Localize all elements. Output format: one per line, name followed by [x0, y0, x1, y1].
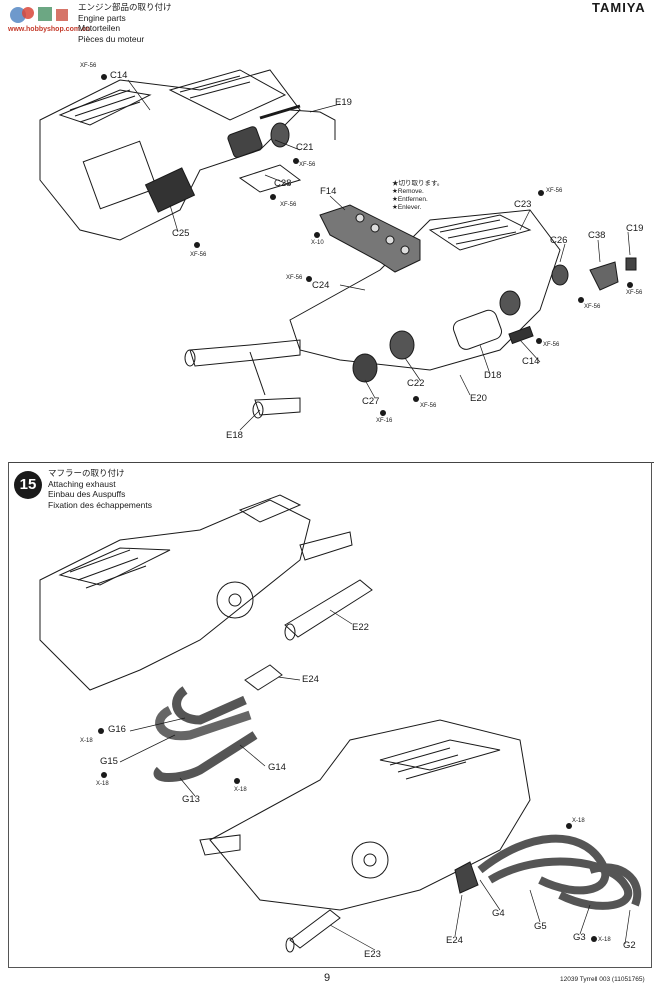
paint-label: X-18 [598, 937, 611, 943]
engine-block-step15 [39, 494, 353, 691]
section-divider [8, 462, 654, 463]
engine-block-top [39, 69, 302, 241]
part-label-c23: C23 [514, 199, 532, 210]
paint-label: XF-56 [286, 275, 303, 281]
paint-dot [306, 276, 312, 282]
paint-dot [591, 936, 597, 942]
part-label-g16: G16 [108, 724, 126, 735]
engine-block-step15-lower [199, 719, 531, 953]
step15-frame [8, 462, 652, 968]
part-label-e18: E18 [226, 430, 243, 441]
step14-title-fr: Pièces du moteur [78, 33, 145, 44]
part-label-c22: C22 [407, 378, 425, 389]
part-label-e19: E19 [335, 97, 352, 108]
part-label-c26: C26 [550, 235, 568, 246]
part-label-e20: E20 [470, 393, 487, 404]
paint-label: XF-56 [626, 290, 643, 296]
paint-label: XF-56 [546, 188, 563, 194]
paint-label: XF-56 [280, 202, 297, 208]
part-label-g5: G5 [534, 921, 547, 932]
frame-e18 [184, 339, 301, 419]
paint-dot [98, 728, 104, 734]
paint-dot [293, 158, 299, 164]
part-label-f14: F14 [320, 186, 337, 197]
step14-heading: エンジン部品の取り付け Engine parts Motorteilen Piè… [78, 2, 172, 44]
paint-label: XF-56 [543, 342, 560, 348]
part-label-g13: G13 [182, 794, 200, 805]
part-label-e22: E22 [352, 622, 369, 633]
product-code: 12039 Tyrrell 003 (11051765) [560, 976, 645, 983]
part-label-e24-lower: E24 [446, 935, 463, 946]
part-label-g15: G15 [100, 756, 118, 767]
part-label-c19: C19 [626, 223, 644, 234]
step15-heading: マフラーの取り付け Attaching exhaust Einbau des A… [48, 468, 152, 510]
part-label-c24: C24 [312, 280, 330, 291]
part-label-c25: C25 [172, 228, 190, 239]
step15-title-jp: マフラーの取り付け [48, 468, 125, 478]
paint-label: XF-56 [584, 304, 601, 310]
paint-label: X-18 [80, 738, 93, 744]
paint-label: XF-56 [299, 162, 316, 168]
paint-dot [566, 823, 572, 829]
engine-block-right [289, 209, 637, 383]
watermark-site: www.hobbyshop.com.cn [8, 26, 91, 33]
part-label-g3: G3 [573, 932, 586, 943]
part-label-c27: C27 [362, 396, 380, 407]
step15-number-badge: 15 [14, 471, 42, 499]
step14-title-en: Engine parts [78, 12, 126, 23]
exhaust-headers-right [477, 834, 642, 910]
part-label-e24-upper: E24 [302, 674, 319, 685]
exhaust-headers-left [153, 686, 258, 782]
muffler-e22 [284, 579, 373, 638]
paint-label: XF-16 [376, 418, 393, 424]
brand-logo-text: TAMIYA [592, 0, 646, 15]
step15-title-fr: Fixation des échappements [48, 499, 152, 510]
plate-f14 [319, 204, 421, 273]
paint-label: X-10 [311, 240, 324, 246]
step15-title-de: Einbau des Auspuffs [48, 489, 126, 499]
paint-label: XF-56 [80, 63, 97, 69]
part-label-c21: C21 [296, 142, 314, 153]
paint-dot [270, 194, 276, 200]
paint-dot [314, 232, 320, 238]
paint-dot [536, 338, 542, 344]
watermark-logo [10, 7, 68, 23]
part-label-c28: C28 [274, 178, 292, 189]
step15-title-en: Attaching exhaust [48, 478, 116, 489]
paint-dot [101, 74, 107, 80]
paint-dot [627, 282, 633, 288]
part-label-g4: G4 [492, 908, 505, 919]
paint-label: X-18 [234, 787, 247, 793]
part-label-g2: G2 [623, 940, 636, 951]
part-label-d18: D18 [484, 370, 502, 381]
paint-dot [413, 396, 419, 402]
paint-dot [578, 297, 584, 303]
paint-label: X-18 [572, 818, 585, 824]
paint-dot [194, 242, 200, 248]
step14-title-de: Motorteilen [78, 23, 121, 33]
step14-title-jp: エンジン部品の取り付け [78, 2, 172, 12]
part-label-c14-top: C14 [110, 70, 128, 81]
part-label-e23: E23 [364, 949, 381, 960]
paint-dot [101, 772, 107, 778]
part-label-g14: G14 [268, 762, 286, 773]
paint-label: XF-56 [190, 252, 207, 258]
paint-label: X-18 [96, 781, 109, 787]
part-label-c38: C38 [588, 230, 606, 241]
paint-dot [538, 190, 544, 196]
paint-dot [380, 410, 386, 416]
paint-dot [234, 778, 240, 784]
part-label-c14-right: C14 [522, 356, 540, 367]
rod-e19 [289, 109, 336, 140]
page-number: 9 [324, 972, 331, 984]
leader-lines [119, 79, 631, 951]
paint-label: XF-56 [420, 403, 437, 409]
remove-note: ★切り取ります。 ★Remove. ★Entfernen. ★Enlever. [392, 180, 444, 211]
